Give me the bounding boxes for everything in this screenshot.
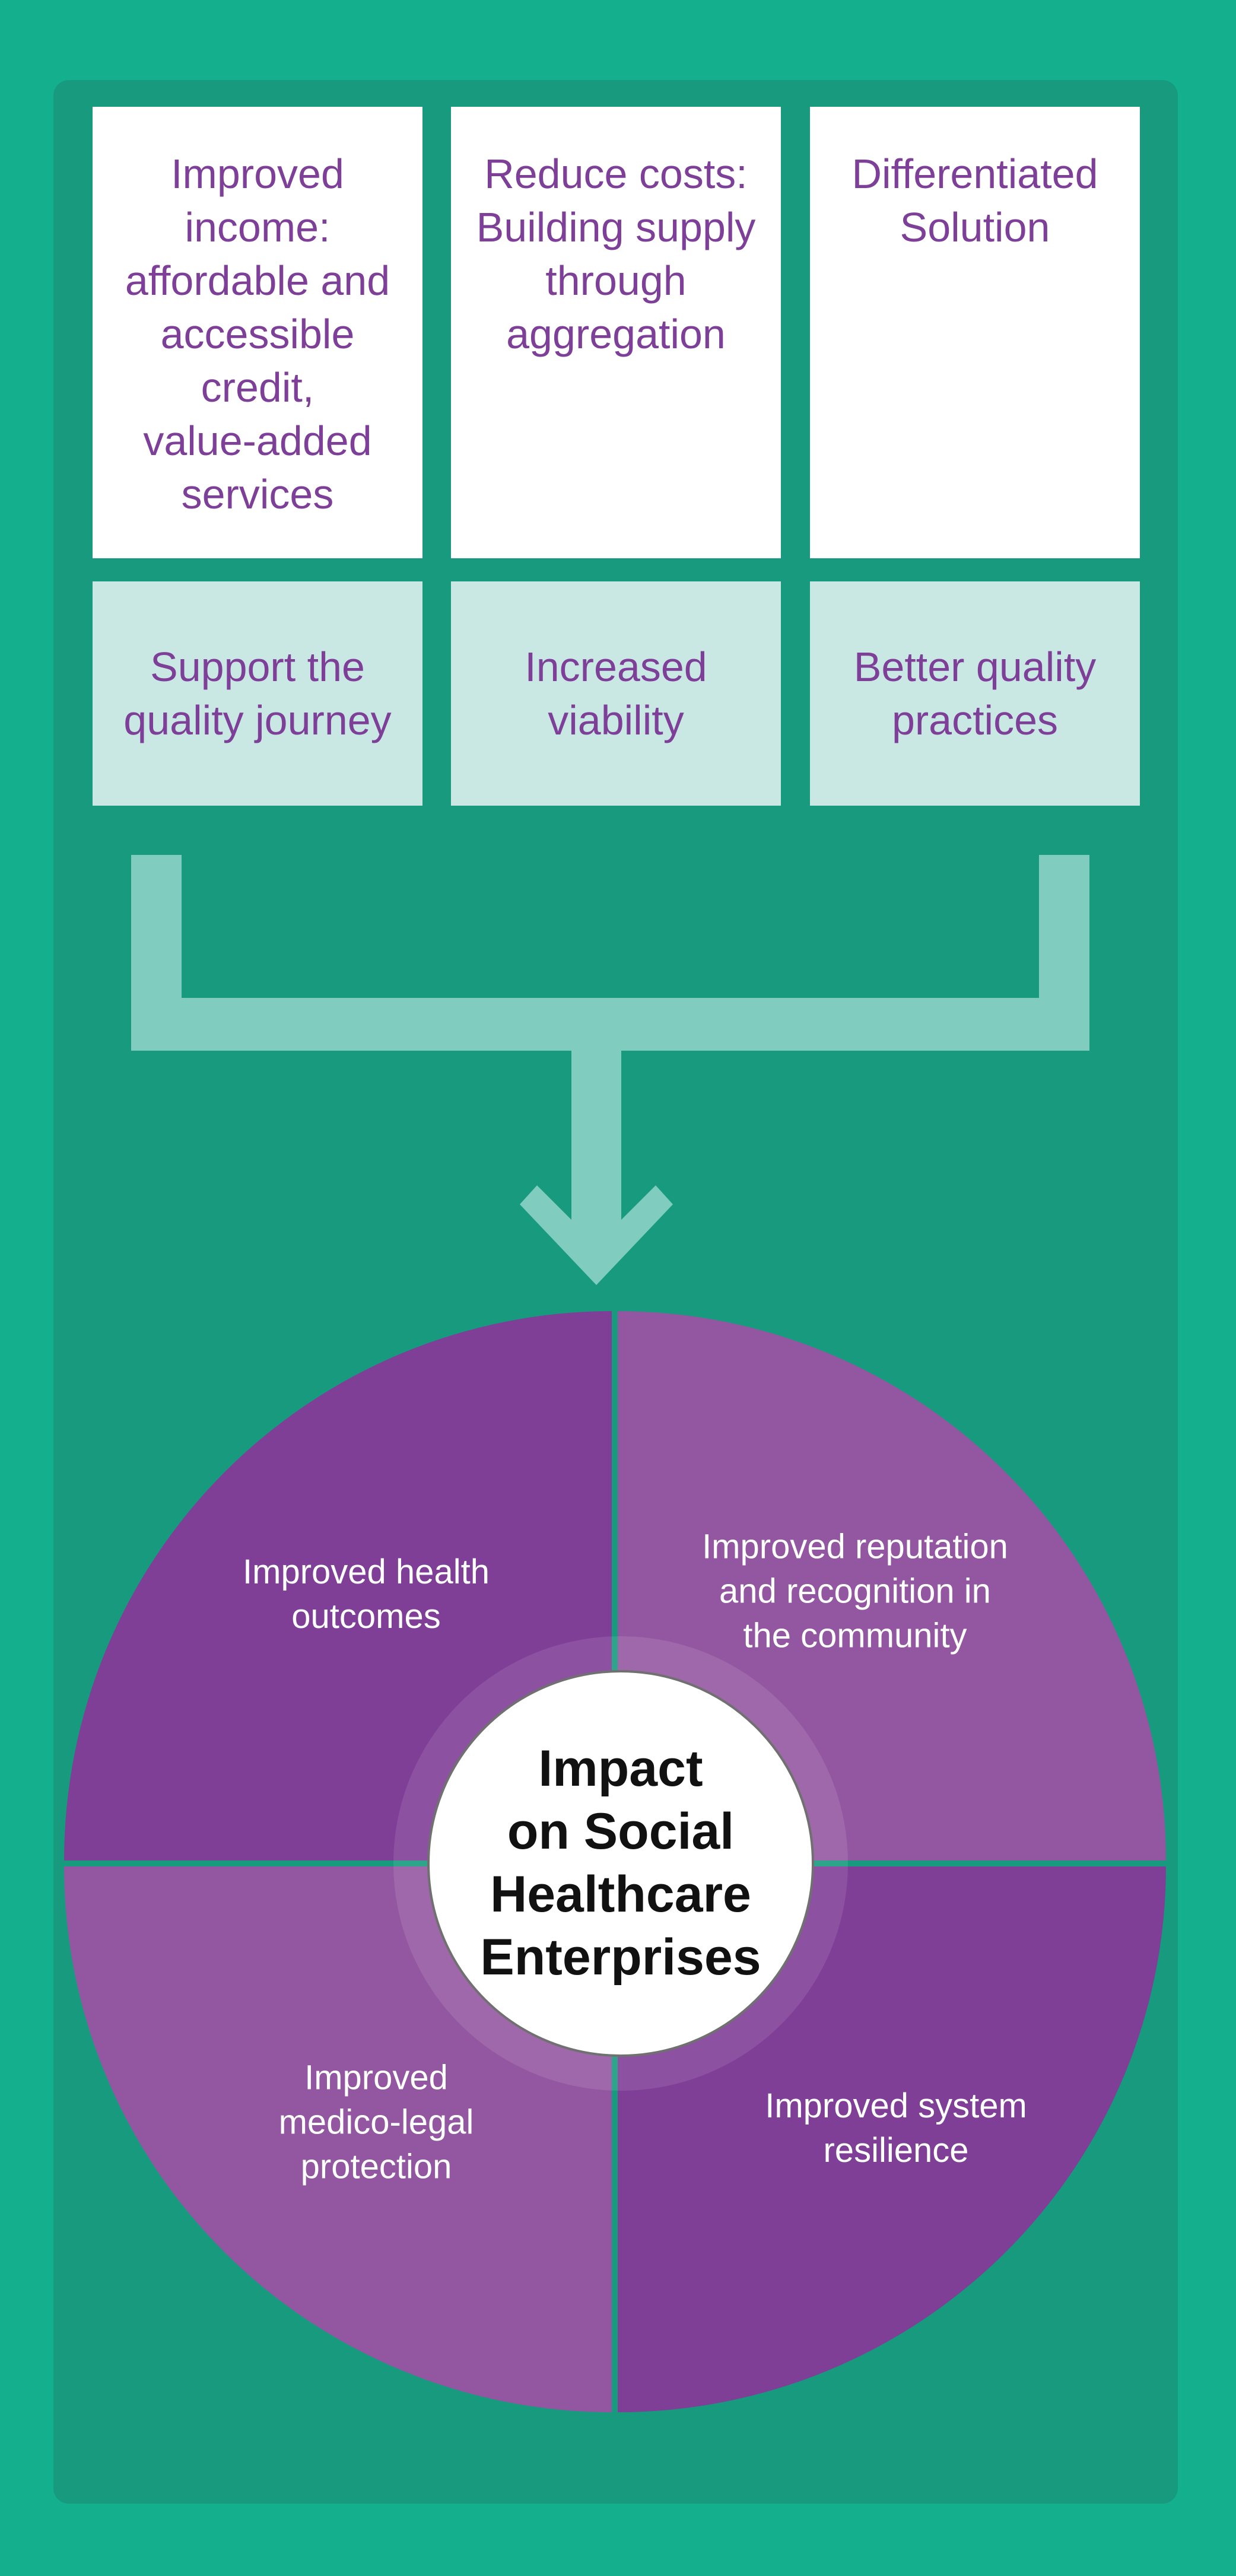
segment-text-line: resilience (823, 2131, 969, 2170)
box-text-line: Solution (900, 204, 1050, 250)
box-text-line: Better quality (853, 644, 1097, 690)
box-text-line: Reduce costs: (484, 151, 748, 197)
bottom-box-increased-viability: Increased viability (451, 581, 781, 806)
segment-bottom-right-shape (618, 1866, 1166, 2412)
segment-bottom-left-shape (64, 1866, 612, 2412)
bottom-box-support-quality-journey: Support the quality journey (93, 581, 422, 806)
box-text-line: quality journey (123, 697, 392, 743)
segment-label-system-resilience: Improved system resilience (765, 2084, 1027, 2173)
connector-horizontal-bar (131, 998, 1089, 1051)
center-circle (427, 1670, 814, 2057)
box-text-line: practices (891, 697, 1059, 743)
box-text-line: affordable and (125, 257, 390, 304)
connector-stem (571, 1050, 621, 1252)
segment-top-left-shape (64, 1311, 612, 1861)
center-title-line: Healthcare (490, 1866, 751, 1923)
segment-text-line: Improved health (243, 1553, 490, 1591)
merge-down-arrow-icon (131, 855, 1089, 1285)
segment-text-line: Improved system (765, 2087, 1027, 2125)
center-title-line: Enterprises (480, 1929, 761, 1986)
box-text-line: income: (185, 204, 331, 250)
segment-text-line: the community (743, 1616, 967, 1655)
segment-text-line: Improved (304, 2058, 448, 2097)
segment-top-right-shape (618, 1311, 1166, 1861)
box-text-line: credit, (201, 364, 314, 411)
segment-label-reputation: Improved reputation and recognition in t… (702, 1525, 1008, 1658)
box-text-line: Improved (171, 151, 344, 197)
box-text-line: accessible (160, 311, 355, 357)
segment-text-line: and recognition in (719, 1572, 991, 1611)
center-title-line: on Social (507, 1803, 735, 1860)
box-text-line: value-added (143, 418, 372, 464)
segment-text-line: outcomes (291, 1597, 441, 1636)
segment-label-health-outcomes: Improved health outcomes (243, 1550, 490, 1639)
segment-text-line: Improved reputation (702, 1527, 1008, 1566)
box-text-line: Increased (525, 644, 707, 690)
segment-text-line: medico-legal (278, 2103, 474, 2142)
center-title-line: Impact (538, 1740, 703, 1797)
segment-text-line: protection (300, 2147, 452, 2186)
box-text-line: Support the (150, 644, 365, 690)
center-title: Impact on Social Healthcare Enterprises (480, 1737, 761, 1989)
box-text-line: aggregation (506, 311, 726, 357)
bottom-box-better-quality-practices: Better quality practices (810, 581, 1140, 806)
segment-label-medico-legal: Improved medico-legal protection (279, 2056, 474, 2189)
top-box-differentiated-solution: Differentiated Solution (810, 107, 1140, 558)
box-text-line: services (181, 471, 334, 517)
impact-wheel (64, 1311, 1166, 2412)
box-text-line: through (545, 257, 687, 304)
top-box-reduce-costs: Reduce costs: Building supply through ag… (451, 107, 781, 558)
box-text-line: Differentiated (851, 151, 1098, 197)
top-box-improved-income: Improved income: affordable and accessib… (93, 107, 422, 558)
box-text-line: viability (548, 697, 684, 743)
box-text-line: Building supply (476, 204, 756, 250)
arrowhead (520, 1185, 673, 1285)
